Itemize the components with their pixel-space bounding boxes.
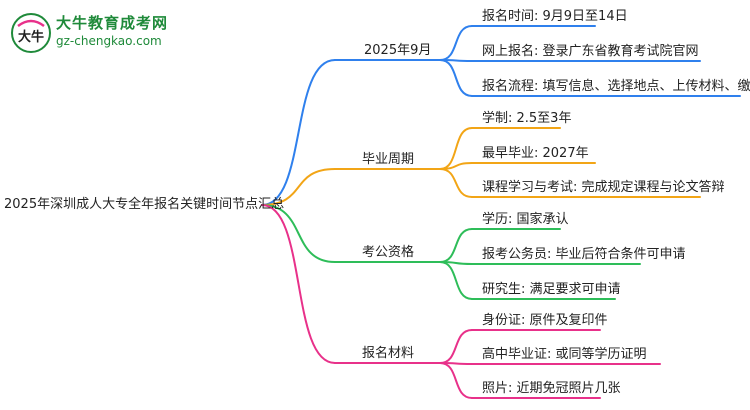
leaf-connector — [439, 362, 473, 399]
logo-mark-icon: 大牛 — [11, 13, 51, 53]
leaf-label: 高中毕业证: 或同等学历证明 — [482, 347, 647, 362]
site-logo[interactable]: 大牛 大牛教育成考网 gz-chengkao.com — [10, 10, 170, 54]
branch-connector — [261, 59, 336, 206]
leaf-label: 报名流程: 填写信息、选择地点、上传材料、缴费 — [482, 79, 750, 94]
leaf-label: 报考公务员: 毕业后符合条件可申请 — [482, 247, 686, 262]
root-topic: 2025年深圳成人大专全年报名关键时间节点汇总 — [4, 197, 285, 212]
leaf-connector — [439, 59, 473, 97]
leaf-label: 网上报名: 登录广东省教育考试院官网 — [482, 44, 699, 59]
leaf-connector — [439, 162, 473, 170]
leaf-connector — [439, 228, 473, 263]
leaf-label: 研究生: 满足要求可申请 — [482, 282, 621, 297]
branch-label: 毕业周期 — [362, 152, 415, 167]
leaf-connector — [439, 168, 473, 198]
leaf-connector — [439, 329, 473, 364]
logo-mark-text: 大牛 — [18, 29, 44, 45]
leaf-label: 最早毕业: 2027年 — [482, 146, 589, 161]
branch-label: 考公资格 — [362, 245, 415, 260]
branch-label: 2025年9月 — [364, 43, 432, 58]
leaf-label: 学制: 2.5至3年 — [482, 111, 572, 126]
branch-label: 报名材料 — [362, 346, 415, 361]
leaf-connector — [439, 261, 473, 300]
logo-title: 大牛教育成考网 — [56, 14, 169, 32]
branch-connector — [261, 204, 336, 364]
logo-url: gz-chengkao.com — [56, 34, 162, 48]
leaf-label: 报名时间: 9月9日至14日 — [482, 9, 628, 24]
leaf-label: 学历: 国家承认 — [482, 212, 569, 227]
leaf-label: 照片: 近期免冠照片几张 — [482, 381, 621, 396]
branch-connector — [261, 204, 336, 263]
leaf-connector — [439, 25, 473, 61]
leaf-label: 身份证: 原件及复印件 — [482, 313, 608, 328]
branch-connector — [261, 168, 336, 206]
leaf-label: 课程学习与考试: 完成规定课程与论文答辩 — [482, 180, 725, 195]
